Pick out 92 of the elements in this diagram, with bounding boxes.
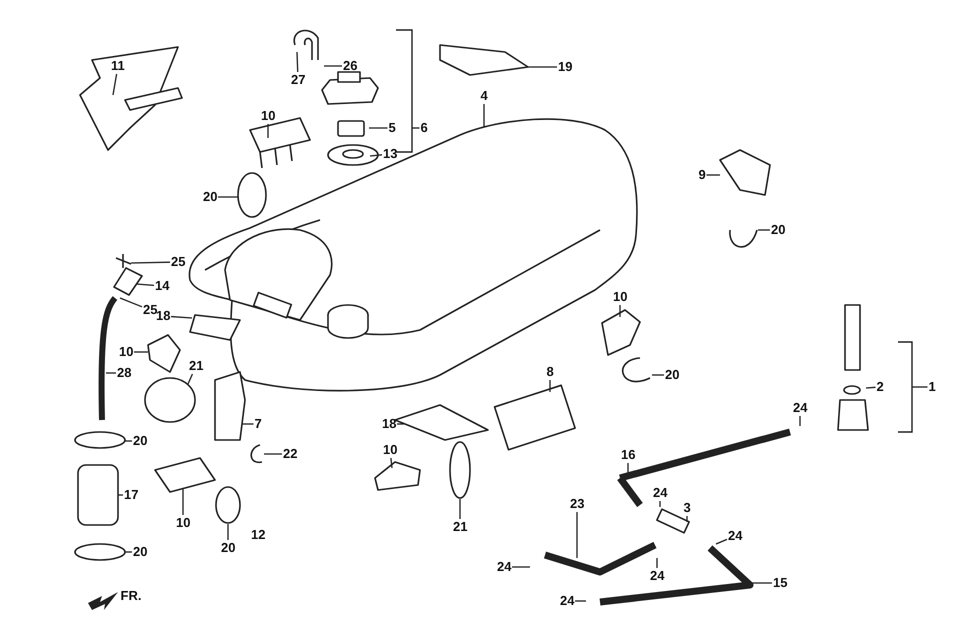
leader-line — [659, 501, 661, 507]
leader-line — [369, 127, 388, 129]
bracket — [898, 341, 913, 433]
leader-line — [125, 551, 132, 553]
leader-line — [575, 600, 586, 602]
callout-number: 17 — [124, 488, 138, 502]
leader-line — [264, 453, 282, 455]
callout-number: 4 — [480, 89, 488, 103]
leader-line — [483, 104, 485, 127]
callout-number: 10 — [261, 109, 276, 123]
callout-number: 24 — [560, 594, 574, 608]
leader-line — [652, 374, 664, 376]
callout-number: 21 — [189, 359, 204, 373]
callout-number: 20 — [221, 541, 236, 555]
leader-line — [752, 582, 772, 584]
leader-line — [397, 423, 404, 425]
leader-line — [242, 423, 254, 425]
leader-line — [459, 499, 461, 519]
callout-number: 23 — [570, 497, 584, 511]
callout-number: 15 — [773, 576, 788, 590]
leader-line — [799, 416, 801, 426]
callout-number: 20 — [133, 434, 148, 448]
callout-number: 24 — [497, 560, 512, 574]
callout-number: 24 — [793, 401, 808, 415]
callout-number: 3 — [684, 501, 691, 515]
callout-number: 16 — [621, 448, 636, 462]
leader-line — [758, 229, 770, 231]
callout-number: 18 — [382, 417, 396, 431]
callout-number: 14 — [155, 279, 170, 293]
leader-line — [134, 351, 148, 353]
callout-number: 20 — [665, 368, 680, 382]
leader-line — [619, 305, 621, 317]
leader-line — [370, 154, 382, 157]
leader-line — [549, 380, 551, 392]
leader-line — [124, 440, 132, 442]
leader-line — [412, 127, 420, 129]
leader-line — [106, 372, 116, 374]
leader-line — [267, 124, 269, 138]
leader-line — [120, 297, 142, 308]
callout-number: 10 — [383, 443, 398, 457]
leader-line — [866, 386, 876, 389]
leader-line — [512, 566, 530, 568]
callout-number: 19 — [558, 60, 572, 74]
callout-number: 10 — [176, 516, 190, 530]
leader-line — [112, 74, 118, 96]
leader-line — [656, 558, 658, 568]
callout-number: 2 — [876, 380, 884, 394]
callout-number: 9 — [698, 168, 706, 182]
bracket — [396, 29, 413, 153]
leader-line — [576, 512, 578, 558]
callout-number: 24 — [653, 486, 668, 500]
leader-line — [716, 538, 728, 545]
callout-number: 11 — [111, 59, 125, 73]
leader-line — [528, 66, 557, 68]
callout-number: 25 — [171, 255, 186, 269]
callout-number: 27 — [291, 73, 306, 87]
leader-line — [296, 52, 298, 72]
leader-line — [118, 494, 123, 496]
callout-number: 26 — [343, 59, 358, 73]
leader-line — [130, 262, 170, 264]
callout-number: 18 — [156, 309, 170, 323]
leader-line — [390, 458, 393, 468]
leader-line — [218, 196, 238, 198]
leader-line — [187, 374, 194, 384]
callout-number: 10 — [613, 290, 628, 304]
leader-line — [324, 65, 342, 67]
callout-number: 20 — [771, 223, 786, 237]
leader-line — [912, 386, 928, 388]
leader-line — [686, 516, 688, 522]
callout-number: 25 — [143, 303, 158, 317]
leader-line — [627, 463, 629, 475]
callout-number: 20 — [203, 190, 218, 204]
callout-number: 24 — [650, 569, 664, 583]
callout-number: 5 — [388, 121, 396, 135]
callout-number: 28 — [117, 366, 132, 380]
leader-line — [706, 174, 720, 176]
callout-number: 8 — [546, 365, 554, 379]
callout-number: 22 — [283, 447, 298, 461]
callout-number: 7 — [254, 417, 262, 431]
callout-number: 1 — [928, 380, 936, 394]
callout-number: 13 — [383, 147, 398, 161]
direction-label: FR. — [120, 589, 142, 603]
leader-line — [227, 524, 229, 540]
leader-line — [182, 488, 184, 515]
leader-line — [136, 283, 154, 286]
callout-number: 10 — [119, 345, 134, 359]
leader-line — [170, 316, 192, 319]
callout-number: 24 — [728, 529, 742, 543]
callout-number: 20 — [133, 545, 148, 559]
callout-number: 12 — [251, 528, 266, 542]
callout-number: 6 — [420, 121, 428, 135]
callout-number: 21 — [453, 520, 468, 534]
